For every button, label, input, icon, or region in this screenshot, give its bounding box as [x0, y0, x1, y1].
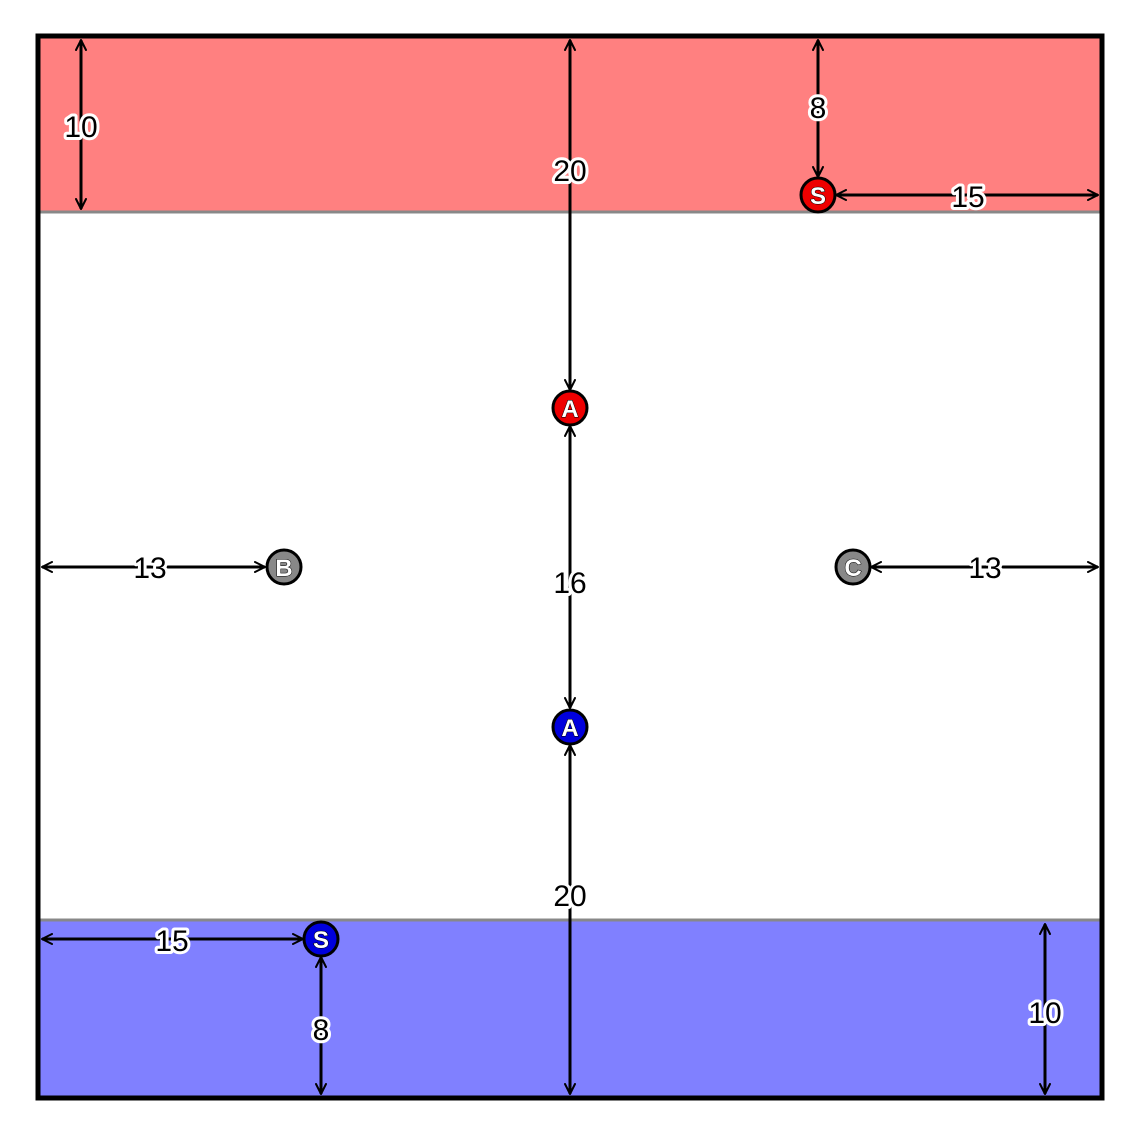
red-s-from-top-label: 8 [810, 92, 827, 125]
red-a-marker-label: A [561, 396, 578, 423]
b-from-left-label: 13 [133, 552, 166, 585]
c-marker-label: C [844, 555, 861, 582]
blue-a-marker: A [551, 708, 589, 746]
c-marker: C [834, 548, 872, 586]
blue-s-from-bottom-label: 8 [313, 1014, 330, 1047]
red-s-from-right-label: 15 [951, 181, 984, 214]
bottom-zone-depth-label: 10 [1028, 997, 1061, 1030]
top-zone-depth-label: 10 [64, 111, 97, 144]
blue-a-marker-label: A [561, 715, 578, 742]
blue-s-from-left-label: 15 [155, 925, 188, 958]
red-a-marker: A [551, 389, 589, 427]
blue-s-marker: S [302, 920, 340, 958]
blue-s-marker-label: S [313, 927, 329, 954]
b-marker: B [265, 548, 303, 586]
top-to-red-a-label: 20 [553, 155, 586, 188]
bottom-to-blue-a-label: 20 [553, 880, 586, 913]
c-from-right-label: 13 [968, 552, 1001, 585]
field-border [35, 33, 1105, 1101]
red-s-marker-label: S [810, 183, 826, 210]
b-marker-label: B [275, 555, 292, 582]
red-s-marker: S [799, 176, 837, 214]
a-to-a-label: 16 [553, 567, 586, 600]
